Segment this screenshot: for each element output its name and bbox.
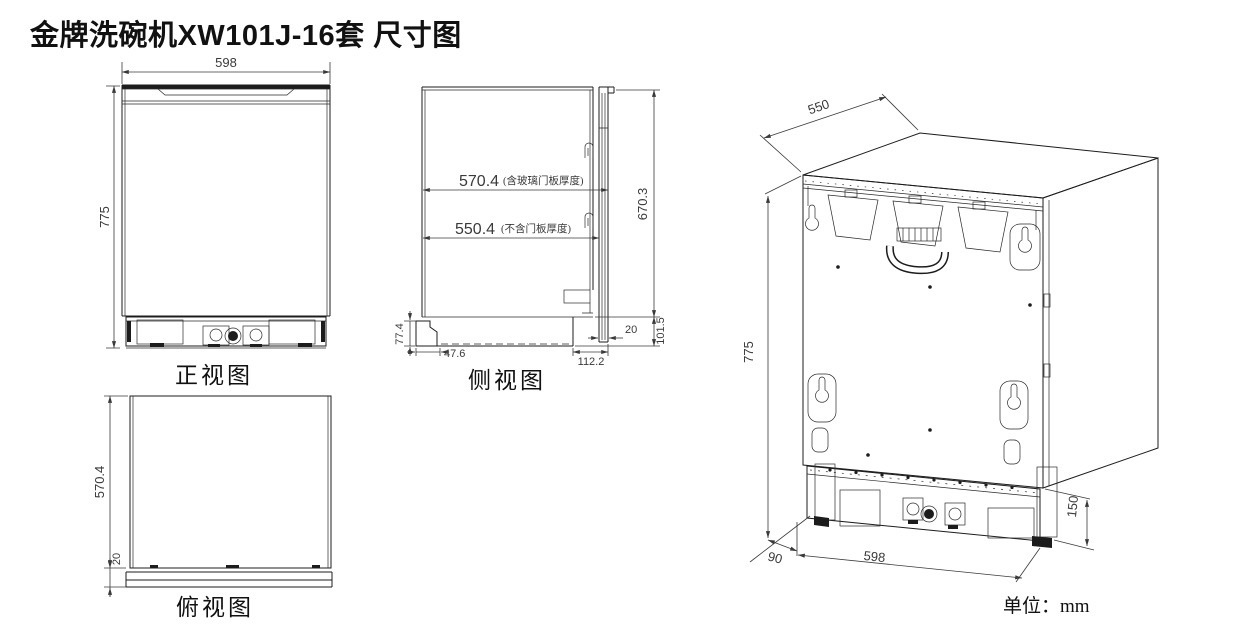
front-view-caption: 正视图: [175, 363, 253, 388]
isometric-view: 550 775 90 598 150: [741, 93, 1159, 583]
side-bottom-height-dim: 101.5: [655, 317, 667, 345]
top-view: 570.4 20 俯视图: [92, 395, 333, 620]
front-height-dim: 775: [97, 206, 112, 228]
side-rear-foot-dim: 77.4: [394, 323, 406, 344]
side-depth-nodoor-note: (不含门板厚度): [501, 222, 571, 235]
side-view-caption: 侧视图: [468, 368, 546, 393]
front-width-dim: 598: [215, 55, 237, 70]
side-depth-nodoor-dim: 550.4: [455, 221, 495, 238]
unit-note: 单位：mm: [1003, 595, 1090, 617]
side-door-gap-dim: 20: [625, 324, 637, 336]
side-foot-offset-dim: 47.6: [444, 348, 465, 360]
side-view: 570.4 (含玻璃门板厚度) 550.4 (不含门板厚度) 670.3 101…: [394, 86, 667, 393]
page-title: 金牌洗碗机XW101J-16套 尺寸图: [30, 20, 462, 52]
iso-width-dim: 598: [863, 548, 886, 565]
top-view-caption: 俯视图: [176, 595, 254, 620]
top-depth-dim: 570.4: [92, 466, 107, 499]
iso-height-dim: 775: [741, 341, 756, 363]
side-depth-glass-note: (含玻璃门板厚度): [503, 174, 584, 187]
iso-base-height-dim: 150: [1064, 495, 1081, 518]
side-depth-glass-dim: 570.4: [459, 173, 499, 190]
iso-offset-dim: 90: [766, 549, 784, 567]
front-view: 598 775 正视图: [97, 55, 331, 388]
side-door-height-dim: 670.3: [635, 188, 650, 221]
side-base-depth-dim: 112.2: [578, 356, 605, 368]
top-door-dim: 20: [111, 553, 123, 565]
iso-depth-dim: 550: [806, 96, 831, 117]
